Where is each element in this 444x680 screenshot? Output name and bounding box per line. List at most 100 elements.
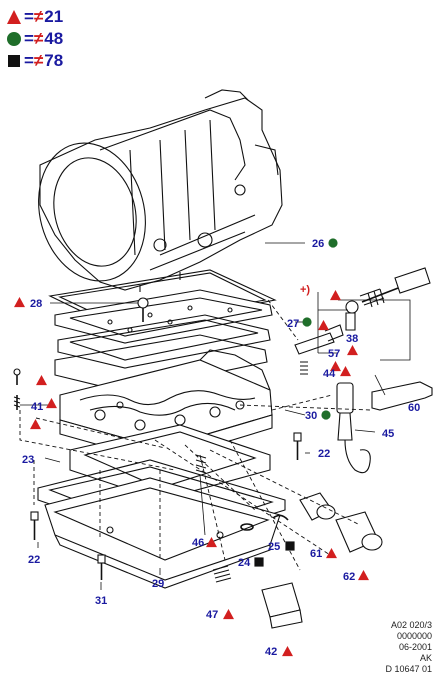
- valve-spool-assembly: [345, 267, 431, 314]
- callout-27[interactable]: 27: [287, 317, 329, 331]
- callout-57[interactable]: 57: [328, 348, 341, 372]
- callout-46-label: 46: [192, 537, 204, 549]
- drawing-ref-line-2: 0000000: [396, 631, 432, 641]
- red-triangle-icon: [282, 646, 293, 657]
- red-triangle-icon: [30, 419, 41, 430]
- red-triangle-icon: [358, 570, 369, 581]
- separator-plate: [54, 289, 273, 344]
- sensor-45: [336, 382, 371, 474]
- callout-28[interactable]: 28: [14, 297, 42, 310]
- green-circle-icon: [328, 238, 338, 248]
- callout-46[interactable]: 46: [192, 537, 217, 549]
- spring-46: [195, 454, 207, 474]
- callout-plus[interactable]: +): [300, 284, 341, 301]
- drawing-ref-line-1: A02 020/3: [390, 620, 432, 630]
- callout-61-label: 61: [310, 548, 322, 560]
- callout-29-label: 29: [152, 578, 164, 590]
- ring-25: [272, 514, 289, 521]
- callout-31[interactable]: 31: [95, 595, 107, 607]
- legend-value: 21: [44, 7, 64, 26]
- callout-28-label: 28: [30, 298, 42, 310]
- callout-38[interactable]: 38: [346, 333, 358, 356]
- red-triangle-icon: [318, 320, 329, 331]
- bracket-60: [371, 381, 433, 411]
- red-triangle-icon: [14, 297, 25, 308]
- bolt-31: [97, 554, 106, 580]
- legend-row-circle: = ≠ 48: [6, 28, 63, 50]
- callout-plus-label: +): [300, 284, 310, 296]
- callout-42[interactable]: 42: [265, 646, 293, 658]
- callout-42-label: 42: [265, 646, 277, 658]
- callout-57-label: 57: [328, 348, 340, 360]
- callout-30[interactable]: 30: [305, 410, 331, 422]
- red-triangle-icon: [330, 290, 341, 301]
- assembly-dashed-lines: [19, 299, 371, 571]
- callout-29[interactable]: 29: [152, 578, 164, 590]
- clip-top-left: [13, 368, 21, 385]
- callout-61[interactable]: 61: [310, 548, 337, 560]
- callout-60-label: 60: [408, 402, 420, 414]
- callout-30-label: 30: [305, 410, 317, 422]
- callout-22-right[interactable]: 22: [318, 448, 330, 460]
- callout-47[interactable]: 47: [206, 609, 234, 621]
- bolt-22-left: [30, 511, 39, 540]
- red-triangle-icon: [46, 398, 57, 409]
- drawing-ref-line-5: D 10647 01: [385, 664, 432, 674]
- drawing-ref-line-3: 06-2001: [398, 642, 432, 652]
- bolt-41: [13, 395, 21, 410]
- callout-38-label: 38: [346, 333, 358, 345]
- red-triangle-icon: [347, 345, 358, 356]
- drawing-ref-line-4: AK: [419, 653, 432, 663]
- callout-22-left[interactable]: 22: [28, 554, 40, 566]
- red-triangle-icon: [340, 366, 351, 377]
- callout-25[interactable]: 25: [268, 541, 295, 553]
- callout-41-label: 41: [31, 401, 43, 413]
- callout-41[interactable]: 41: [30, 375, 57, 430]
- black-square-icon: [8, 55, 20, 67]
- ring-24: [240, 523, 254, 531]
- connector-61: [299, 492, 336, 521]
- callout-62-label: 62: [343, 571, 355, 583]
- legend-row-triangle: = ≠ 21: [6, 6, 63, 28]
- spring-44: [300, 361, 308, 375]
- symbol-legend: = ≠ 21 = ≠ 48 = ≠ 78: [6, 6, 63, 72]
- red-triangle-icon: [36, 375, 47, 386]
- callout-60[interactable]: 60: [408, 402, 420, 414]
- red-triangle-icon: [223, 609, 234, 620]
- callout-26[interactable]: 26: [312, 238, 338, 250]
- legend-not-equal: ≠: [33, 7, 44, 26]
- red-triangle-icon: [7, 10, 21, 24]
- callout-44[interactable]: 44: [323, 366, 351, 380]
- callout-31-label: 31: [95, 595, 107, 607]
- bracket-38: [345, 312, 356, 331]
- black-square-icon: [285, 541, 295, 551]
- callout-45-label: 45: [382, 428, 394, 440]
- legend-value: 78: [44, 51, 64, 70]
- callout-47-label: 47: [206, 609, 218, 621]
- legend-equals: =: [24, 29, 34, 48]
- callout-44-label: 44: [323, 368, 336, 380]
- legend-not-equal: ≠: [33, 29, 44, 48]
- legend-equals: =: [24, 51, 34, 70]
- legend-equals: =: [24, 7, 34, 26]
- leader-lines: [20, 242, 411, 590]
- black-square-icon: [254, 557, 264, 567]
- legend-row-square: = ≠ 78: [6, 50, 63, 72]
- legend-not-equal: ≠: [33, 51, 44, 70]
- callout-23-label: 23: [22, 454, 34, 466]
- callout-23[interactable]: 23: [22, 454, 34, 466]
- sensor-42: [261, 582, 303, 629]
- bolt-22-right: [293, 432, 302, 460]
- callout-24[interactable]: 24: [238, 557, 264, 569]
- green-circle-icon: [321, 410, 331, 420]
- callout-45[interactable]: 45: [382, 428, 394, 440]
- callout-26-label: 26: [312, 238, 324, 250]
- callout-62[interactable]: 62: [343, 570, 369, 583]
- transmission-case: [38, 89, 283, 292]
- solenoid-62: [335, 511, 383, 553]
- spring-47: [212, 565, 232, 583]
- gasket-third: [54, 334, 268, 393]
- legend-value: 48: [44, 29, 64, 48]
